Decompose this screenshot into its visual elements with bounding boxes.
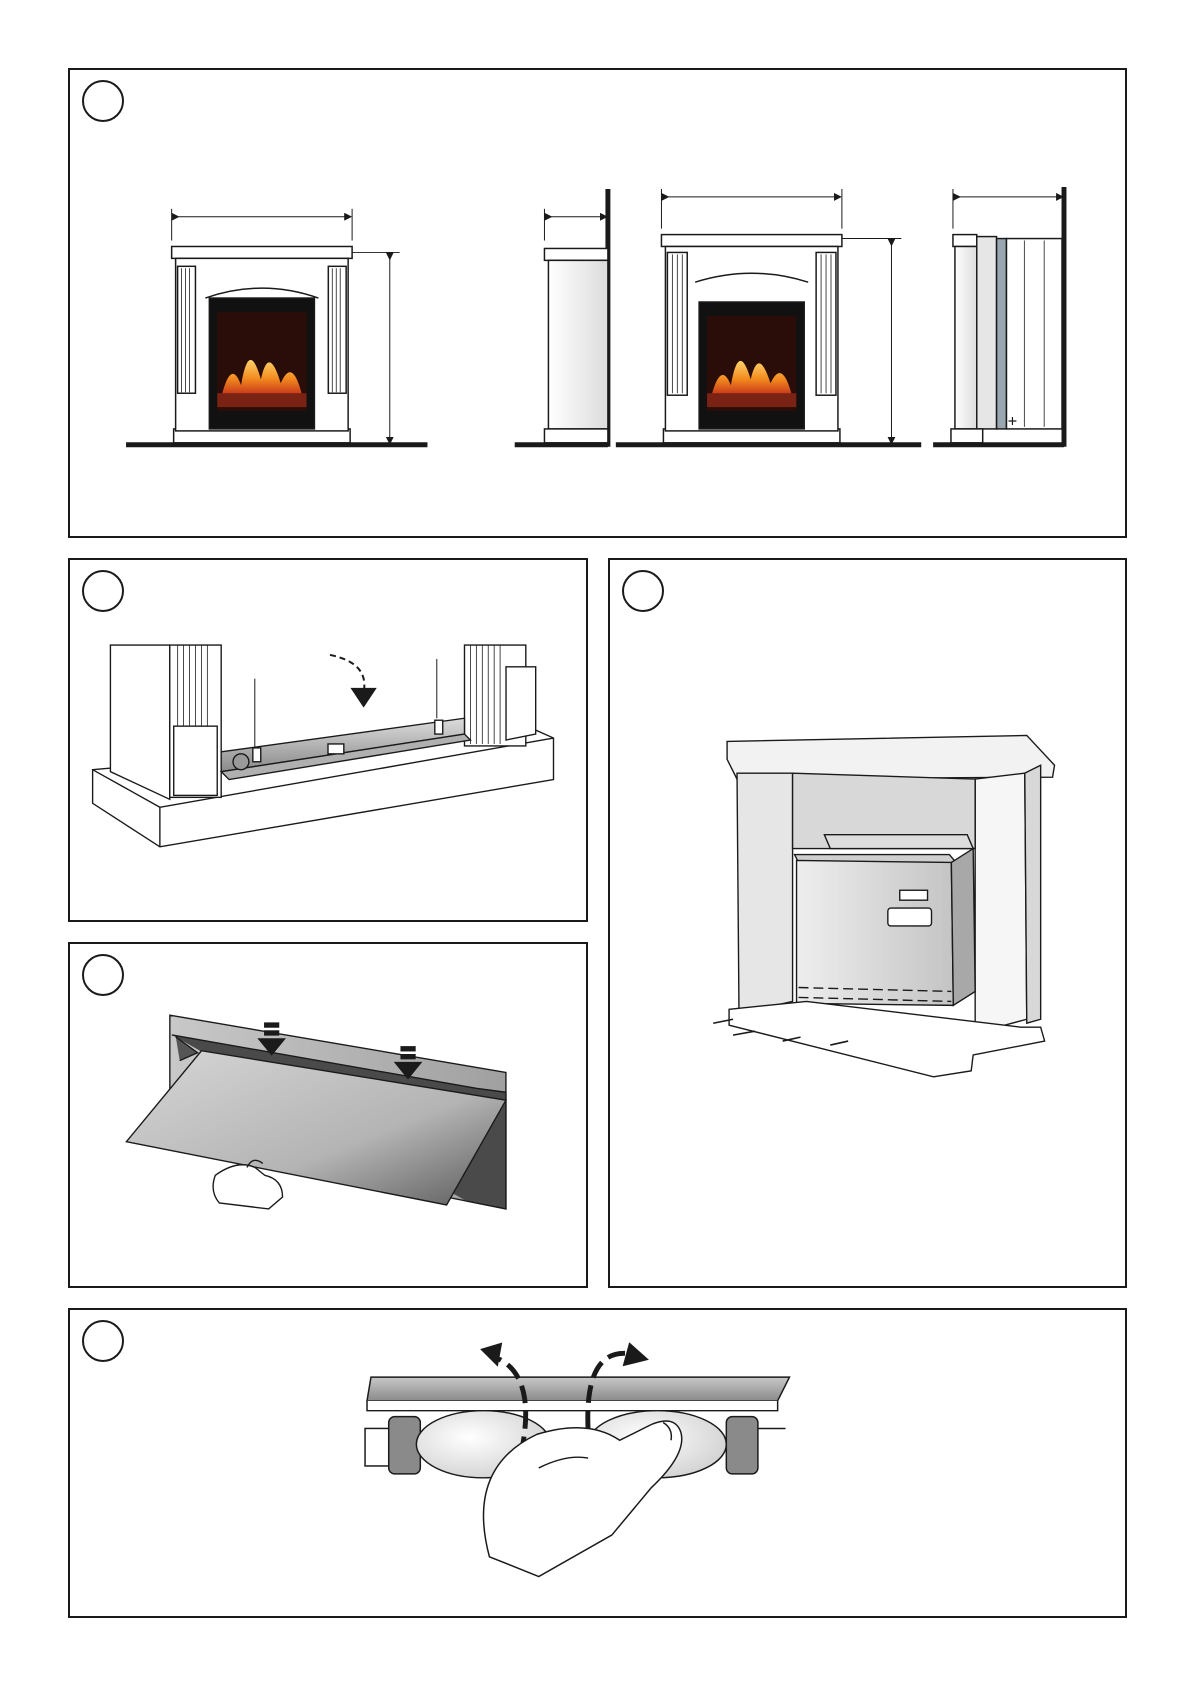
firebox-insertion-illustration	[610, 560, 1125, 1286]
side-view-b	[933, 187, 1064, 447]
bulb-replacement-illustration	[70, 1310, 1125, 1616]
front-view-b	[616, 189, 921, 445]
panel-dimension-views	[68, 68, 1127, 538]
panel-replace-bulb	[68, 1308, 1127, 1618]
mounting-rail-illustration	[70, 560, 586, 920]
panel-mounting-rail	[68, 558, 588, 922]
front-cover-illustration	[70, 944, 586, 1286]
side-view-a	[441, 189, 608, 447]
fireplace-dimension-illustration	[70, 70, 1125, 536]
panel-front-cover	[68, 942, 588, 1288]
panel-insert-firebox	[608, 558, 1127, 1288]
front-view-a	[126, 209, 427, 445]
